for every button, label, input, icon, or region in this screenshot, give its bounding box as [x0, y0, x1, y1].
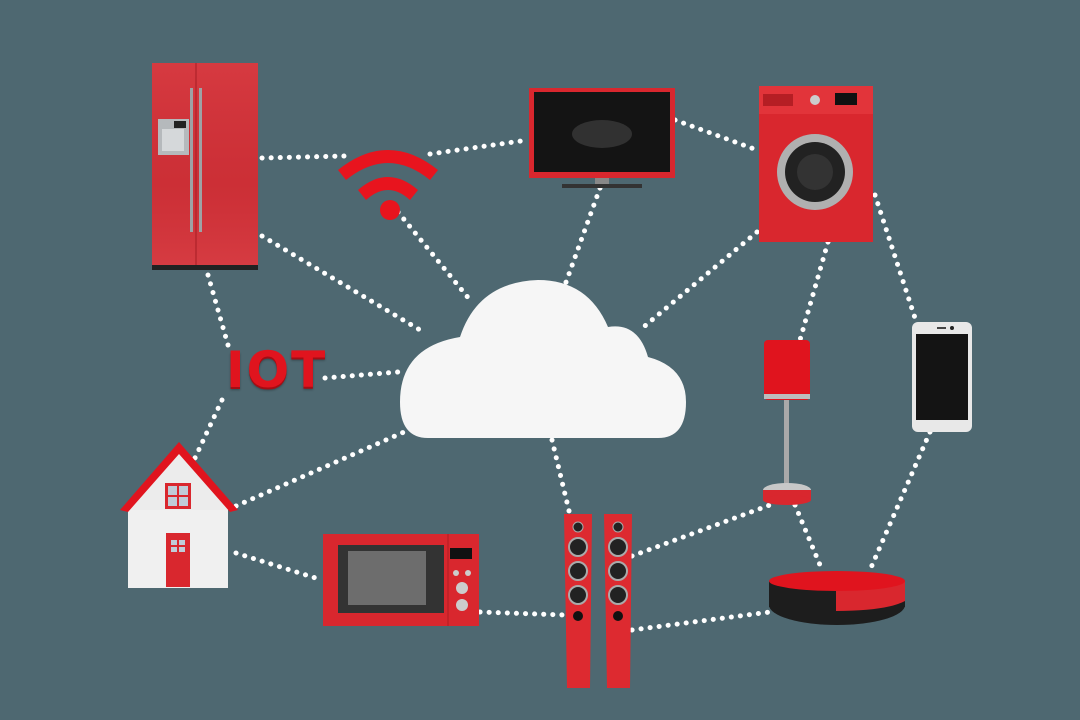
washing-machine-icon [759, 86, 873, 242]
robot-vacuum-icon [769, 571, 905, 625]
speakers-icon [564, 514, 632, 688]
iot-label: IOT [226, 341, 328, 399]
refrigerator-icon [152, 63, 258, 270]
smartphone-icon [912, 322, 972, 432]
microwave-icon [323, 534, 479, 626]
cloud-hub-icon [400, 280, 686, 438]
wifi-icon [338, 150, 438, 220]
lamp-icon [763, 340, 811, 505]
house-icon [120, 442, 238, 588]
tv-icon [529, 88, 675, 188]
